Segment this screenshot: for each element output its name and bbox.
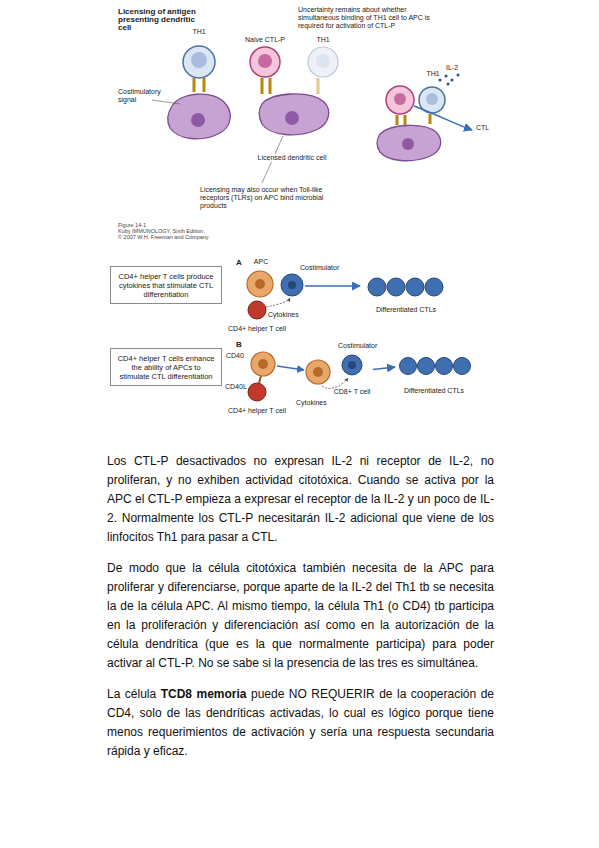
helper-cell bbox=[248, 301, 266, 319]
receptor bbox=[194, 78, 204, 92]
figure-label: B bbox=[236, 341, 248, 349]
node-label: CD4+ helper T cells enhance the ability … bbox=[116, 354, 216, 381]
helper-cell bbox=[248, 383, 266, 401]
dendritic-cell bbox=[377, 125, 441, 160]
ctl-cells bbox=[400, 358, 471, 375]
node-label: Differentiated CTLs bbox=[376, 306, 436, 314]
text-box: CD4+ helper T cells enhance the ability … bbox=[110, 348, 222, 386]
figure-label: A bbox=[236, 259, 248, 267]
th1-cell bbox=[183, 46, 215, 78]
dendritic-cell bbox=[168, 94, 230, 139]
receptor bbox=[317, 78, 320, 94]
figure-label: CTL bbox=[476, 124, 506, 132]
node-label: Licensed dendritic cell bbox=[258, 154, 327, 162]
figure-label: Costimulatory signal bbox=[118, 88, 154, 104]
dendritic-cell-node: Licensed dendritic cell bbox=[248, 100, 336, 162]
apc-cell bbox=[247, 271, 273, 297]
apc-cell bbox=[251, 352, 275, 376]
node-label: CD4+ helper T cell bbox=[228, 407, 286, 415]
node-label: TH1 bbox=[426, 70, 439, 78]
text-run: La célula bbox=[107, 687, 161, 701]
node-label: Differentiated CTLs bbox=[404, 387, 464, 395]
figure-label: © 2007 W.H. Freeman and Company bbox=[118, 234, 258, 240]
arrow bbox=[277, 366, 304, 370]
receptor bbox=[262, 78, 270, 94]
figure-label: IL-2 bbox=[446, 64, 476, 72]
node-label: Naive CTL-P bbox=[245, 36, 285, 44]
figure-label: Uncertainty remains about whether simult… bbox=[298, 6, 438, 30]
node-label: CD4+ helper T cell bbox=[228, 325, 286, 333]
connector-arrow bbox=[373, 367, 395, 370]
t-cell-node: CD8+ T cell bbox=[332, 352, 372, 396]
t-cell bbox=[281, 274, 303, 296]
ctlp-cell bbox=[250, 47, 280, 77]
nucleus bbox=[285, 111, 299, 125]
th1-cell-node: TH1 bbox=[178, 28, 220, 82]
figure-label: Licensing may also occur when Toll-like … bbox=[200, 186, 330, 210]
figure-label: Cytokines bbox=[268, 311, 318, 319]
node-label: APC bbox=[254, 258, 268, 266]
arrow bbox=[414, 106, 472, 130]
node-label: CD8+ T cell bbox=[334, 388, 371, 396]
figure-label: Kuby IMMUNOLOGY, Sixth Edition bbox=[118, 228, 258, 234]
th1-cell-node: TH1 bbox=[304, 36, 342, 80]
cytokine-arrow bbox=[266, 298, 290, 307]
apc-node: APC bbox=[246, 258, 276, 298]
nucleus bbox=[191, 113, 205, 127]
ctl-group-node: Differentiated CTLs bbox=[396, 355, 472, 395]
figure-label: Figure 14-1 bbox=[118, 222, 238, 228]
ctl-group-node: Differentiated CTLs bbox=[364, 276, 448, 314]
ctlp-cell bbox=[386, 86, 414, 114]
ctl-cells bbox=[368, 278, 443, 296]
th1-cell-node: TH1 bbox=[416, 70, 450, 114]
figure-label: Licensing of antigen presenting dendriti… bbox=[118, 8, 208, 32]
node-label: TH1 bbox=[192, 28, 205, 36]
figure-label: Cytokines bbox=[296, 399, 336, 407]
th1-cell-faded bbox=[308, 47, 338, 77]
ctlp-cell-node: Naive CTL-P bbox=[238, 36, 292, 80]
paragraph: De modo que la célula citotóxica también… bbox=[107, 559, 494, 673]
paragraph: La célula TCD8 memoria puede NO REQUERIR… bbox=[107, 685, 494, 761]
nucleus bbox=[402, 138, 414, 150]
arrow bbox=[305, 285, 360, 287]
node-label: CD4+ helper T cells produce cytokines th… bbox=[116, 272, 216, 299]
figure-label: Costimulator bbox=[338, 342, 398, 350]
text-box: CD4+ helper T cells produce cytokines th… bbox=[110, 266, 222, 304]
dendritic-cell bbox=[259, 94, 329, 135]
node-label: TH1 bbox=[316, 36, 329, 44]
cytokine-arrow bbox=[322, 378, 348, 388]
t-cell bbox=[342, 355, 362, 375]
figure-label: Costimulator bbox=[300, 264, 360, 272]
apc-cell bbox=[306, 360, 330, 384]
cd40-bond bbox=[259, 376, 261, 383]
receptor bbox=[397, 114, 430, 125]
figure-label: CD40 bbox=[226, 352, 250, 360]
figure-label: CD40L bbox=[225, 383, 253, 391]
paragraph: Los CTL-P desactivados no expresan IL-2 … bbox=[107, 452, 494, 547]
bold-term: TCD8 memoria bbox=[161, 687, 247, 701]
leader-line bbox=[152, 100, 180, 104]
